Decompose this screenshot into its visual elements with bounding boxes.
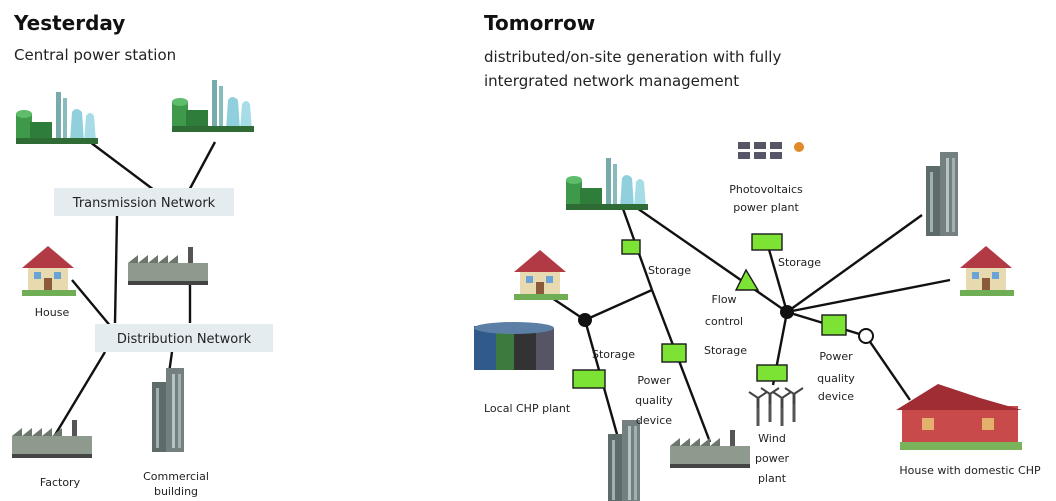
house-with-chp-icon bbox=[896, 384, 1022, 450]
yesterday-subtitle: Central power station bbox=[14, 46, 176, 64]
distribution-network-label: Distribution Network bbox=[117, 332, 252, 347]
pq-left-label-line1: Power bbox=[637, 374, 671, 387]
storage-device-icon bbox=[756, 364, 788, 382]
factory-label: Factory bbox=[40, 476, 81, 489]
storage-label: Storage bbox=[778, 256, 821, 269]
storage-device-icon bbox=[821, 314, 847, 336]
network-node-open-icon bbox=[858, 328, 874, 344]
storage-device-icon bbox=[751, 233, 783, 251]
central-power-station-icon bbox=[16, 92, 98, 144]
storage-device-icon bbox=[661, 343, 687, 363]
commercial-building-icon bbox=[152, 368, 184, 452]
factory-icon bbox=[670, 430, 750, 468]
house-icon bbox=[960, 246, 1014, 296]
pv-label-line1: Photovoltaics bbox=[729, 183, 803, 196]
local-chp-plant-icon bbox=[474, 322, 554, 370]
network-node-icon bbox=[578, 313, 592, 327]
tomorrow-subtitle-line1: distributed/on-site generation with full… bbox=[484, 48, 781, 66]
tomorrow-lines bbox=[539, 205, 951, 446]
house-icon bbox=[22, 246, 76, 296]
wind-label-line1: Wind bbox=[758, 432, 786, 445]
commercial-building-icon bbox=[608, 420, 640, 501]
transmission-network-box: Transmission Network bbox=[54, 188, 234, 216]
transmission-network-label: Transmission Network bbox=[72, 196, 216, 211]
commercial-label-line2: building bbox=[154, 485, 198, 498]
factory-icon bbox=[12, 420, 92, 458]
tomorrow-subtitle-line2: intergrated network management bbox=[484, 72, 739, 90]
storage-label: Storage bbox=[592, 348, 635, 361]
central-power-station-icon bbox=[566, 158, 648, 210]
storage-device-icon bbox=[621, 239, 641, 255]
house-label: House bbox=[35, 306, 70, 319]
wind-label-line3: plant bbox=[758, 472, 787, 485]
factory-icon bbox=[128, 247, 208, 285]
storage-device-icon bbox=[572, 369, 606, 389]
pq-right-label-line1: Power bbox=[819, 350, 853, 363]
wind-power-plant-icon bbox=[748, 387, 804, 427]
house-icon bbox=[514, 250, 568, 300]
pq-right-label-line3: device bbox=[818, 390, 854, 403]
pq-left-label-line3: device bbox=[636, 414, 672, 427]
pq-right-label-line2: quality bbox=[817, 372, 855, 385]
central-power-station-icon bbox=[172, 80, 254, 132]
office-tower-icon bbox=[926, 152, 958, 236]
yesterday-title: Yesterday bbox=[13, 11, 125, 35]
commercial-label-line1: Commercial bbox=[143, 470, 209, 483]
house-chp-label: House with domestic CHP bbox=[899, 464, 1041, 477]
network-node-icon bbox=[780, 305, 794, 319]
flow-control-label-line1: Flow bbox=[711, 293, 736, 306]
storage-label: Storage bbox=[704, 344, 747, 357]
tomorrow-title: Tomorrow bbox=[484, 11, 595, 35]
wind-label-line2: power bbox=[755, 452, 789, 465]
pq-left-label-line2: quality bbox=[635, 394, 673, 407]
local-chp-label: Local CHP plant bbox=[484, 402, 571, 415]
flow-control-label-line2: control bbox=[705, 315, 743, 328]
photovoltaics-icon bbox=[738, 142, 804, 159]
distribution-network-box: Distribution Network bbox=[95, 324, 273, 352]
yesterday-lines bbox=[50, 141, 217, 441]
storage-label: Storage bbox=[648, 264, 691, 277]
flow-control-icon bbox=[734, 268, 760, 291]
pv-label-line2: power plant bbox=[733, 201, 799, 214]
